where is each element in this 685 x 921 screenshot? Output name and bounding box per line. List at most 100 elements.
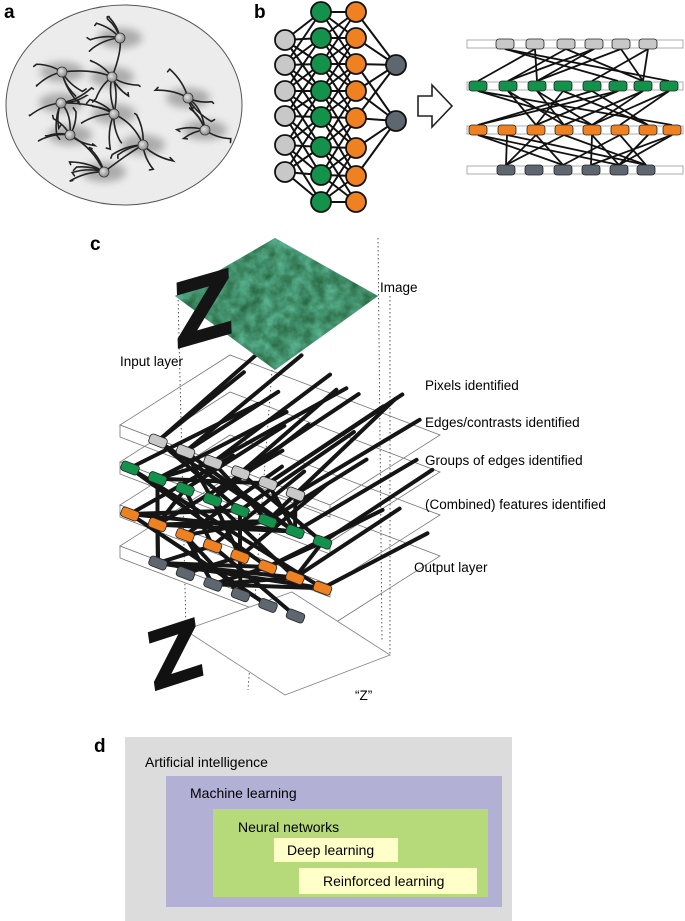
c-layer-node — [120, 460, 140, 476]
c-layer-node — [203, 454, 223, 470]
layer-node — [556, 38, 576, 50]
neuron-node — [199, 124, 211, 136]
layer-node — [527, 80, 547, 92]
layer-node — [525, 38, 545, 50]
input-layer-label: Input layer — [120, 354, 184, 369]
layer-node — [609, 164, 629, 176]
neuron-node — [64, 129, 76, 141]
box-reinforced-learning — [299, 868, 477, 894]
image-glyph: Z — [171, 249, 236, 372]
c-layer-node — [175, 527, 195, 543]
network-node — [310, 191, 332, 213]
panel-b-letter: b — [254, 2, 266, 23]
c-layer-node — [312, 534, 333, 550]
c-layer-node — [258, 597, 278, 613]
c-layer-node — [202, 492, 223, 508]
layer-node — [496, 164, 516, 176]
network-node — [345, 191, 367, 213]
network-node — [310, 106, 332, 128]
neuron-node — [114, 32, 126, 44]
neuron-node — [137, 139, 149, 151]
network-node — [385, 110, 407, 132]
layer-node — [498, 80, 518, 92]
c-layer-node — [285, 608, 306, 624]
layer-node — [662, 124, 682, 136]
layer-node — [497, 124, 517, 136]
c-layer-node — [202, 538, 223, 554]
c-layer-node — [120, 506, 140, 522]
network-node — [310, 1, 332, 23]
panel-b-layered — [466, 38, 684, 176]
network-node — [345, 1, 367, 23]
layer-node — [584, 38, 604, 50]
c-layer-node — [257, 513, 278, 529]
network-node — [345, 53, 367, 75]
c-layer-node — [230, 548, 250, 564]
network-node — [274, 54, 296, 76]
layer-label-edges: Edges/contrasts identified — [425, 415, 580, 430]
network-node — [345, 107, 367, 129]
layer-node — [553, 164, 573, 176]
panel-c-letter: c — [90, 234, 101, 255]
output-glyph: Z — [141, 601, 209, 713]
network-node — [274, 105, 296, 127]
output-layer-label: Output layer — [414, 560, 488, 575]
c-layer-node — [285, 524, 305, 540]
output-text: “Z” — [355, 688, 372, 703]
panel-d-letter: d — [94, 736, 106, 757]
layer-node — [554, 124, 574, 136]
panel-b-network — [274, 1, 407, 213]
c-layer-node — [148, 433, 168, 449]
layer-node — [582, 124, 602, 136]
c-layer-node — [285, 570, 305, 586]
layer-node — [636, 164, 656, 176]
network-node — [274, 80, 296, 102]
layer-label-groups: Groups of edges identified — [425, 453, 583, 468]
layer-node — [638, 38, 658, 50]
layer-node — [526, 124, 546, 136]
box-ai-label: Artificial intelligence — [145, 754, 268, 770]
box-deep-learning — [274, 838, 398, 862]
network-node — [274, 134, 296, 156]
neuron-node — [108, 108, 120, 120]
c-layer-node — [257, 559, 278, 575]
layer-node — [659, 80, 679, 92]
c-layer-node — [147, 517, 168, 533]
network-node — [310, 53, 332, 75]
neuron-node — [106, 71, 118, 83]
network-node — [310, 164, 332, 186]
layer-node — [638, 124, 658, 136]
image-label: Image — [380, 280, 418, 295]
layer-node — [468, 80, 488, 92]
panel-d-nested-boxes: Artificial intelligence Machine learning… — [125, 737, 512, 921]
c-layer-node — [147, 471, 168, 487]
layer-node — [468, 124, 488, 136]
layer-node — [524, 164, 544, 176]
network-node — [274, 161, 296, 183]
network-node — [345, 27, 367, 49]
network-node — [345, 137, 367, 159]
output-plane: Z — [141, 591, 391, 713]
neuron-node — [182, 92, 194, 104]
box-ml-label: Machine learning — [190, 785, 297, 801]
layer-label-features: (Combined) features identified — [425, 497, 606, 512]
c-layer-node — [148, 555, 168, 571]
network-node — [385, 54, 407, 76]
panel-b-arrow — [417, 83, 454, 129]
c-layer-node — [203, 576, 223, 592]
panel-a-letter: a — [4, 2, 15, 23]
c-layer-node — [175, 481, 195, 497]
layer-label-pixels: Pixels identified — [425, 378, 519, 393]
c-layer-node — [312, 580, 333, 596]
c-layer-node — [258, 475, 278, 491]
neuron-node — [55, 97, 67, 109]
panel-a-neurons — [5, 4, 243, 206]
network-node — [310, 136, 332, 158]
layer-node — [495, 38, 515, 50]
network-node — [274, 29, 296, 51]
layer-node — [553, 80, 573, 92]
c-layer-node — [230, 502, 250, 518]
layer-node — [633, 80, 653, 92]
layer-node — [611, 38, 631, 50]
box-rl-label: Reinforced learning — [323, 873, 444, 889]
